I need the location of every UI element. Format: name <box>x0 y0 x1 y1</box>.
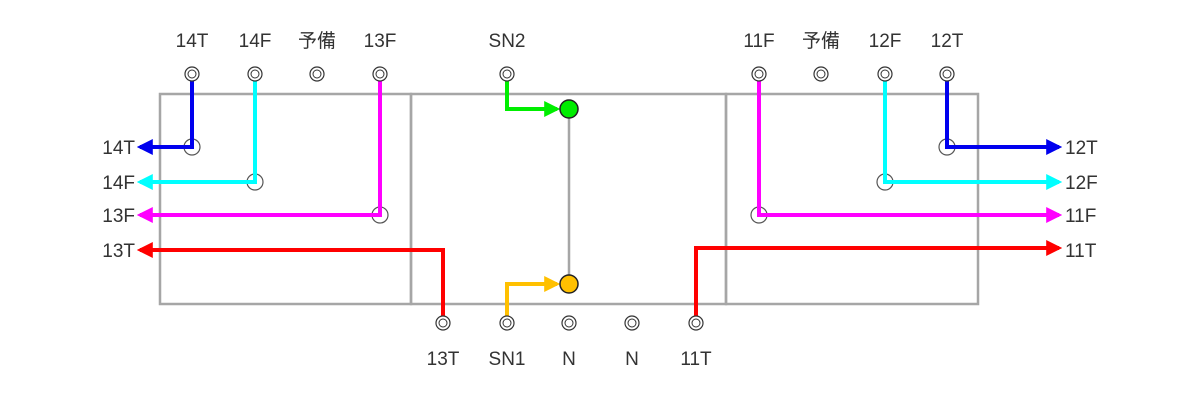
label-out-13t: 13T <box>102 241 135 262</box>
label-13f-top: 13F <box>364 31 397 52</box>
label-out-12f: 12F <box>1065 173 1098 194</box>
wire-13t <box>136 242 445 323</box>
terminal-spare-left <box>309 66 325 82</box>
green-indicator-lamp <box>559 99 579 119</box>
terminal-14f-top <box>247 66 263 82</box>
terminal-spare-right <box>813 66 829 82</box>
wire-sn2 <box>505 74 561 117</box>
terminal-n1 <box>561 315 577 331</box>
terminal-12t-top <box>939 66 955 82</box>
terminal-n2 <box>624 315 640 331</box>
label-out-11f: 11F <box>1065 206 1096 227</box>
wire-13f <box>136 74 382 223</box>
orange-indicator-lamp <box>559 274 579 294</box>
terminal-13t-bottom <box>435 315 451 331</box>
left-terminal-box <box>158 92 413 306</box>
wire-11t <box>694 240 1063 323</box>
label-sn2: SN2 <box>489 31 526 52</box>
wire-14f <box>136 74 257 190</box>
wire-14t <box>136 74 194 155</box>
terminal-13f-top <box>372 66 388 82</box>
wire-11f <box>757 74 1063 223</box>
wire-12t <box>945 74 1063 155</box>
label-out-11t: 11T <box>1065 241 1097 262</box>
wire-sn1 <box>505 276 561 323</box>
label-12t-top: 12T <box>931 31 964 52</box>
terminal-14t-top <box>184 66 200 82</box>
right-terminal-box <box>724 92 980 306</box>
terminal-12f-top <box>877 66 893 82</box>
label-n1: N <box>562 349 576 370</box>
label-13t-bottom: 13T <box>427 349 460 370</box>
terminal-sn1 <box>499 315 515 331</box>
label-n2: N <box>625 349 639 370</box>
label-11t-bottom: 11T <box>680 349 712 370</box>
terminal-11f-top <box>751 66 767 82</box>
label-spare-left: 予備 <box>298 30 336 52</box>
label-14t-top: 14T <box>176 31 209 52</box>
label-sn1: SN1 <box>489 349 526 370</box>
wire-12f <box>883 74 1063 190</box>
terminal-11t-bottom <box>688 315 704 331</box>
label-12f-top: 12F <box>869 31 902 52</box>
label-out-14f: 14F <box>102 173 135 194</box>
label-14f-top: 14F <box>239 31 272 52</box>
label-out-12t: 12T <box>1065 138 1098 159</box>
terminal-sn2 <box>499 66 515 82</box>
label-out-13f: 13F <box>102 206 135 227</box>
label-11f-top: 11F <box>743 31 774 52</box>
label-out-14t: 14T <box>102 138 135 159</box>
label-spare-right: 予備 <box>802 30 840 52</box>
